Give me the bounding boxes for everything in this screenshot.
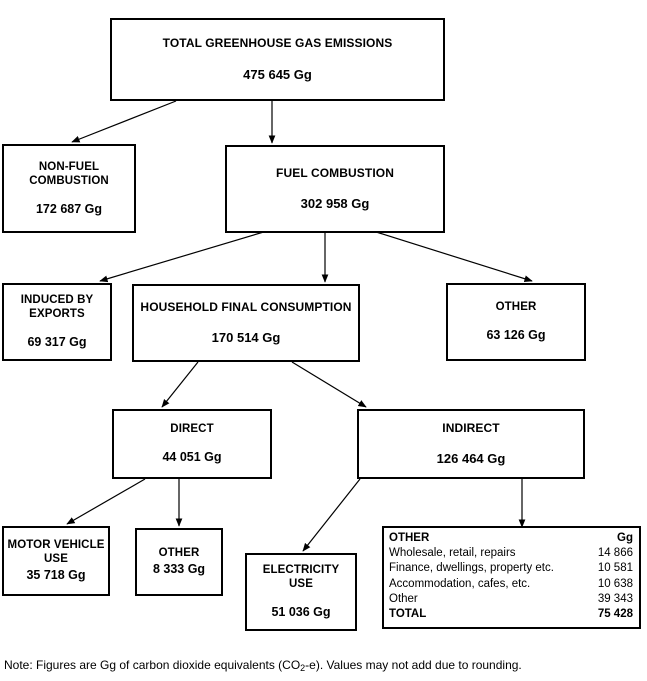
footnote-subscript: 2 [300, 663, 306, 673]
row-value: 14 866 [597, 547, 633, 560]
node-induced-by-exports[interactable]: INDUCED BY EXPORTS 69 317 Gg [2, 283, 112, 361]
table-row: Finance, dwellings, property etc. 10 581 [389, 561, 633, 576]
table-row: Other 39 343 [389, 592, 633, 607]
arrow-direct-to-motor-vehicle [66, 478, 146, 525]
node-non-fuel-title: NON-FUEL COMBUSTION [29, 160, 109, 187]
node-other-fuel-combustion[interactable]: OTHER 63 126 Gg [446, 283, 586, 361]
node-fuel-title: FUEL COMBUSTION [276, 165, 394, 180]
total-label: TOTAL [389, 607, 427, 620]
other-breakdown-table: OTHER Gg Wholesale, retail, repairs 14 8… [389, 531, 633, 622]
row-value: 10 581 [597, 562, 633, 575]
node-indirect[interactable]: INDIRECT 126 464 Gg [357, 409, 585, 479]
node-total-title: TOTAL GREENHOUSE GAS EMISSIONS [162, 36, 393, 51]
node-total-value: 475 645 Gg [243, 66, 312, 82]
node-household-final-consumption[interactable]: HOUSEHOLD FINAL CONSUMPTION 170 514 Gg [132, 284, 360, 362]
node-other-direct[interactable]: OTHER 8 333 Gg [135, 528, 223, 596]
node-household-title: HOUSEHOLD FINAL CONSUMPTION [140, 299, 352, 314]
node-indirect-value: 126 464 Gg [436, 451, 506, 467]
node-electricity-use[interactable]: ELECTRICITY USE 51 036 Gg [245, 553, 357, 631]
total-value: 75 428 [597, 607, 633, 620]
other-detail-header-label: OTHER [389, 532, 430, 544]
node-non-fuel-combustion[interactable]: NON-FUEL COMBUSTION 172 687 Gg [2, 144, 136, 233]
node-other-indirect-breakdown[interactable]: OTHER Gg Wholesale, retail, repairs 14 8… [382, 526, 641, 629]
row-label: Accommodation, cafes, etc. [389, 577, 531, 590]
node-induced-title: INDUCED BY EXPORTS [20, 294, 94, 321]
node-direct[interactable]: DIRECT 44 051 Gg [112, 409, 272, 479]
table-row: Wholesale, retail, repairs 14 866 [389, 546, 633, 561]
node-direct-value: 44 051 Gg [162, 450, 222, 465]
node-other-top-title: OTHER [495, 301, 537, 314]
arrow-fuel-to-induced-exports [99, 230, 268, 283]
row-value: 10 638 [597, 577, 633, 590]
node-other-top-value: 63 126 Gg [486, 328, 546, 343]
arrow-household-to-indirect [291, 361, 367, 408]
node-fuel-value: 302 958 Gg [300, 196, 370, 212]
row-label: Other [389, 592, 418, 605]
table-row: Accommodation, cafes, etc. 10 638 [389, 577, 633, 592]
arrow-indirect-to-electricity [302, 478, 361, 552]
node-total-greenhouse-gas-emissions[interactable]: TOTAL GREENHOUSE GAS EMISSIONS 475 645 G… [110, 18, 445, 101]
row-label: Finance, dwellings, property etc. [389, 562, 554, 575]
footnote: Note: Figures are Gg of carbon dioxide e… [4, 658, 522, 673]
arrow-household-to-direct [161, 361, 199, 408]
footnote-suffix: -e). Values may not add due to rounding. [305, 658, 522, 672]
node-indirect-title: INDIRECT [442, 420, 500, 435]
node-household-value: 170 514 Gg [211, 330, 281, 346]
node-non-fuel-value: 172 687 Gg [35, 201, 102, 216]
node-electricity-title: ELECTRICITY USE [262, 564, 340, 591]
table-header-row: OTHER Gg [389, 531, 633, 546]
row-label: Wholesale, retail, repairs [389, 547, 516, 560]
node-other-direct-value: 8 333 Gg [152, 562, 206, 577]
other-detail-header-unit: Gg [617, 532, 633, 544]
table-total-row: TOTAL 75 428 [389, 607, 633, 622]
node-induced-value: 69 317 Gg [27, 335, 87, 350]
row-value: 39 343 [597, 592, 633, 605]
node-motor-title: MOTOR VEHICLE USE [7, 539, 105, 566]
node-fuel-combustion[interactable]: FUEL COMBUSTION 302 958 Gg [225, 145, 445, 233]
node-direct-title: DIRECT [170, 423, 214, 436]
node-other-direct-title: OTHER [158, 547, 200, 560]
node-motor-vehicle-use[interactable]: MOTOR VEHICLE USE 35 718 Gg [2, 526, 110, 596]
node-motor-value: 35 718 Gg [26, 568, 86, 583]
arrow-total-to-non-fuel [71, 100, 177, 143]
footnote-prefix: Note: Figures are Gg of carbon dioxide e… [4, 658, 301, 672]
arrow-fuel-to-other [372, 230, 533, 282]
node-electricity-value: 51 036 Gg [271, 605, 331, 620]
